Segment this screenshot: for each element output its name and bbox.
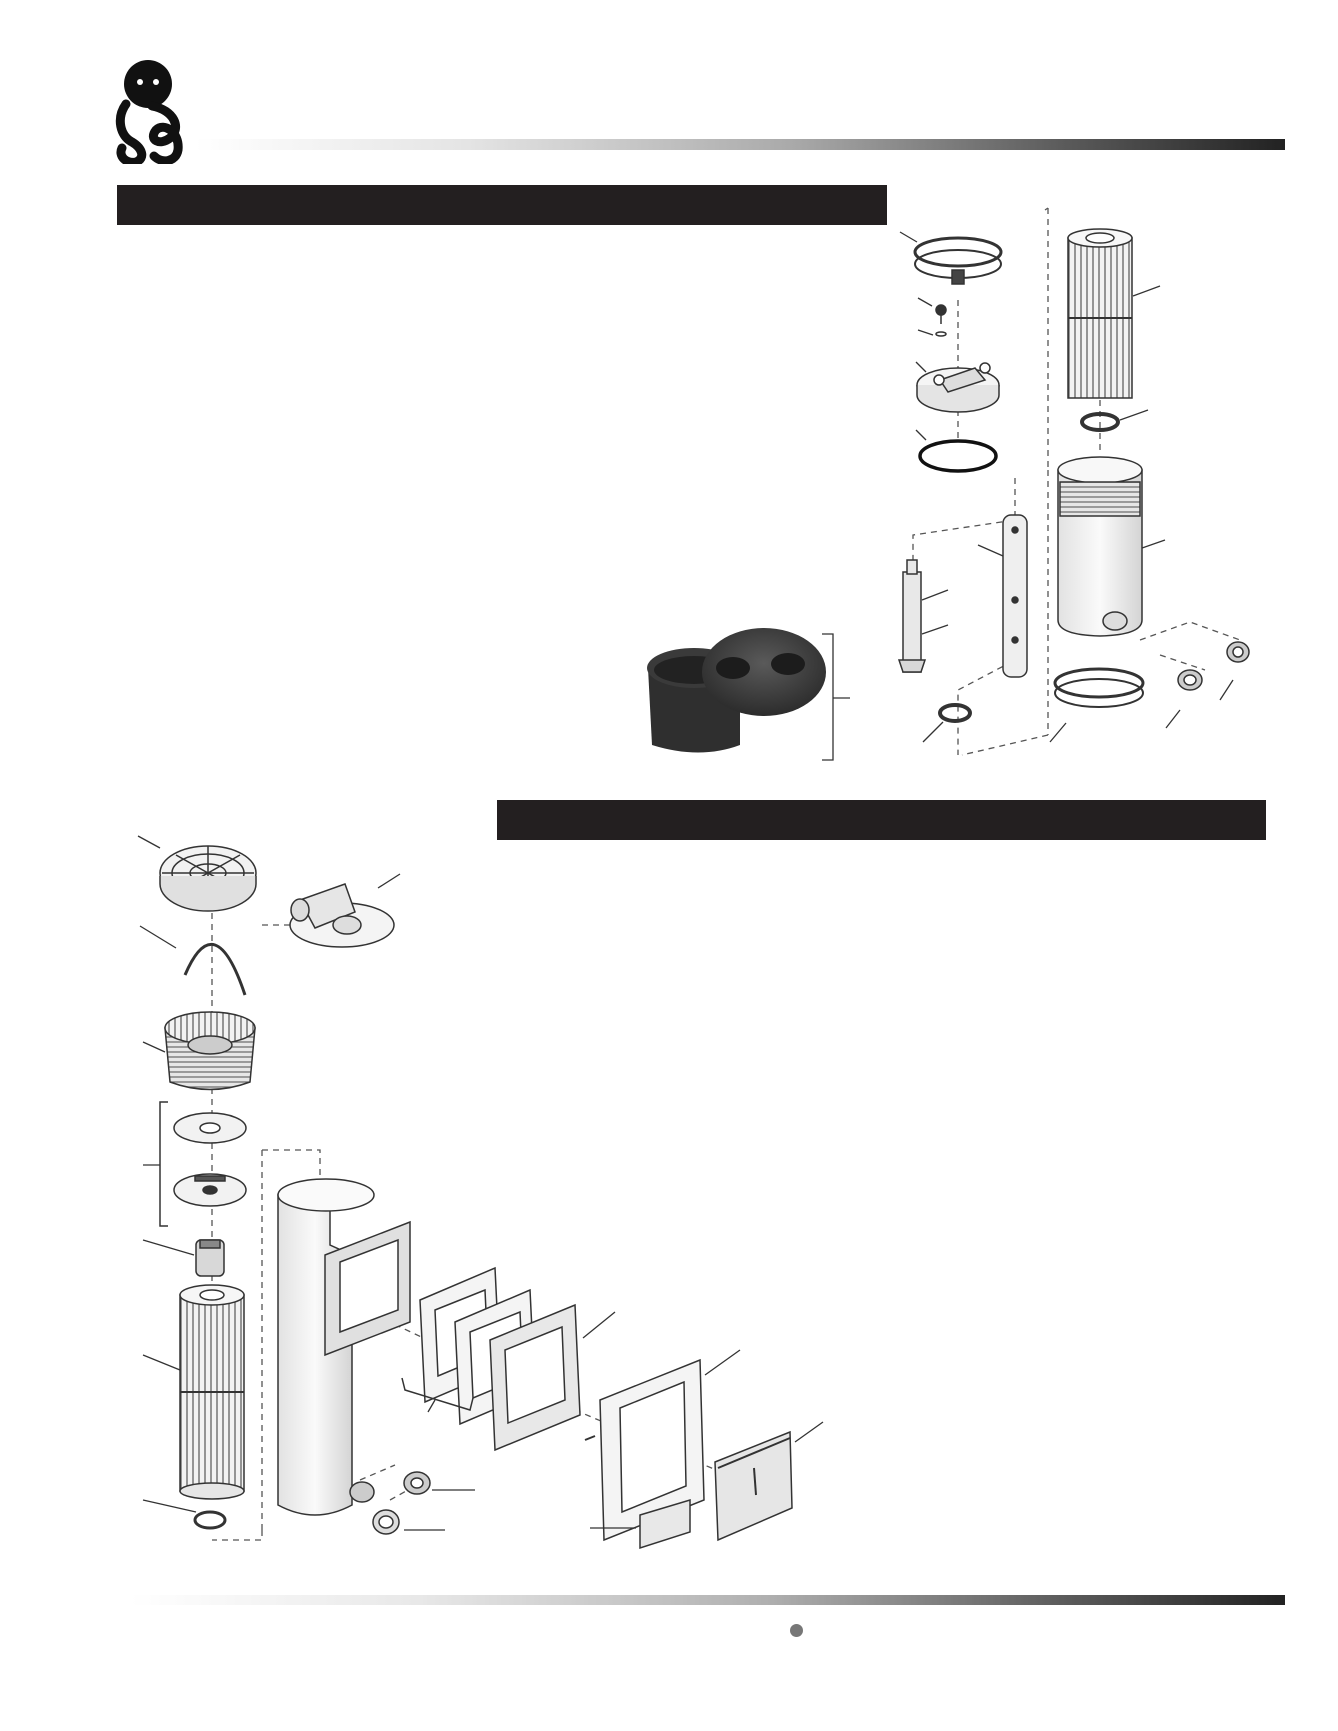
basket-handle xyxy=(183,942,247,996)
inlet-pipe xyxy=(902,571,922,673)
page-dot-icon xyxy=(790,1624,803,1637)
lid-lock-ring xyxy=(913,236,1003,268)
cartridge-filter-section-bar xyxy=(117,185,887,225)
skimmer-filter-section-bar xyxy=(497,800,1266,840)
skimmer-filter-diagram xyxy=(137,835,824,1550)
octopus-logo xyxy=(112,58,192,167)
octopus-logo-icon xyxy=(115,60,183,167)
base-gasket xyxy=(938,703,972,723)
weir-door xyxy=(714,1430,793,1542)
cartridge-filter-diagram xyxy=(897,207,1250,756)
tank-ring xyxy=(1053,667,1145,699)
skimmer-basket xyxy=(164,1027,256,1091)
weir-float xyxy=(639,1498,691,1550)
cartridge-o-ring xyxy=(193,1510,227,1530)
air-relief-valve xyxy=(935,304,947,316)
standpipe xyxy=(1002,514,1028,678)
lid-o-ring xyxy=(918,439,998,473)
cartridge-gasket xyxy=(1080,412,1120,432)
skimmer-lid-photo xyxy=(642,628,850,761)
header-rule xyxy=(195,139,1285,150)
footer-rule xyxy=(130,1595,1285,1605)
skimmer-body xyxy=(277,1194,353,1516)
